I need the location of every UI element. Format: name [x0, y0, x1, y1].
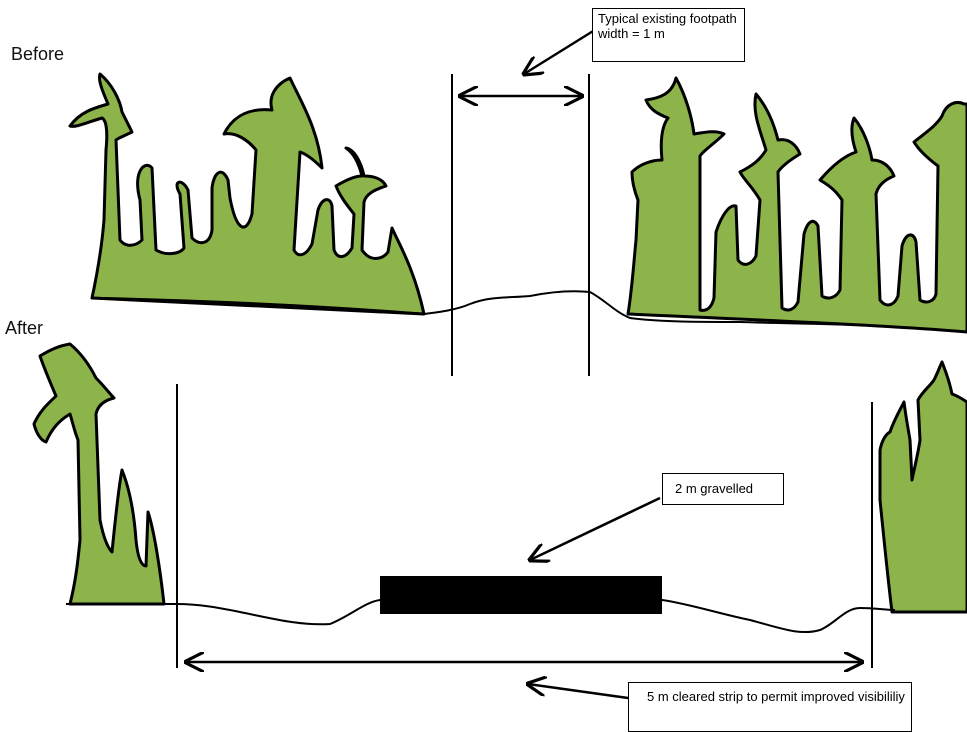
- cleared-strip-callout: 5 m cleared strip to permit improved vis…: [628, 682, 912, 732]
- callout-pointer-cleared: [528, 684, 629, 700]
- vegetation-before-right: [626, 76, 967, 334]
- callout-pointer-gravel: [530, 496, 661, 560]
- after-label: After: [5, 318, 44, 338]
- before-label: Before: [11, 44, 65, 64]
- gravel-callout: 2 m gravelled: [662, 473, 784, 505]
- ground-line-before-left: [91, 296, 425, 316]
- ground-line-after: [66, 599, 896, 634]
- callout-pointer-before: [524, 26, 599, 74]
- vegetation-after-right: [878, 360, 967, 614]
- vegetation-after-left: [32, 342, 166, 606]
- gravelled-strip: [380, 576, 662, 614]
- footpath-width-callout: Typical existing footpath width = 1 m: [592, 8, 745, 62]
- vegetation-before-left: [68, 72, 426, 316]
